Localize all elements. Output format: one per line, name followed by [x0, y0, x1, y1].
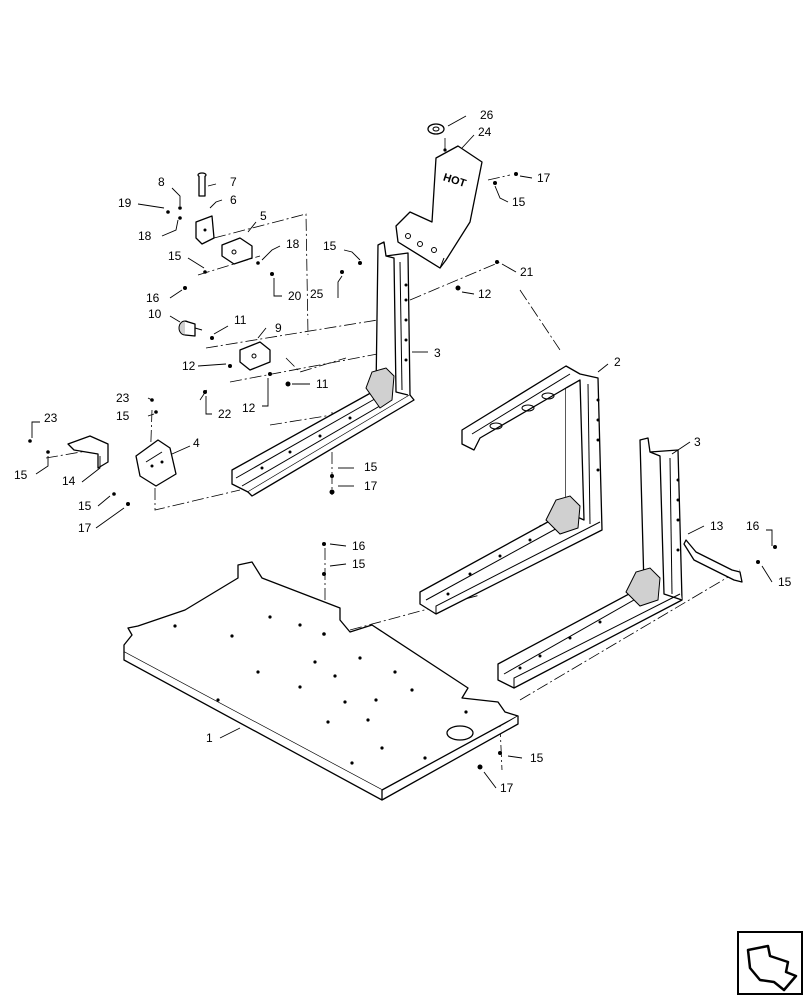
mount-bracket-lower	[239, 341, 271, 371]
callout-19: 19	[118, 196, 132, 210]
rubber-isolator	[178, 320, 203, 337]
next-page-arrow-icon[interactable]	[737, 931, 803, 995]
mount-bracket-upper	[221, 237, 253, 265]
callout-15: 15	[323, 239, 337, 253]
callout-18: 18	[138, 229, 152, 243]
small-bracket	[195, 215, 215, 245]
callout-15: 15	[116, 409, 130, 423]
center-frame	[419, 365, 603, 615]
leader-lines	[31, 115, 773, 789]
callout-11: 11	[316, 377, 329, 391]
callout-17: 17	[500, 781, 514, 795]
callout-1: 1	[206, 731, 213, 745]
callout-17: 17	[78, 521, 92, 535]
callout-16: 16	[146, 291, 160, 305]
callout-6: 6	[230, 193, 237, 207]
pin	[197, 172, 207, 197]
callout-15: 15	[364, 460, 378, 474]
callout-17: 17	[537, 171, 551, 185]
callout-12: 12	[182, 359, 196, 373]
callout-21: 21	[520, 265, 534, 279]
callout-10: 10	[148, 307, 162, 321]
callout-20: 20	[288, 289, 302, 303]
callout-23: 23	[44, 411, 58, 425]
callout-13: 13	[710, 519, 724, 533]
right-frame-bracket	[497, 437, 683, 689]
callout-4: 4	[193, 436, 200, 450]
callout-5: 5	[260, 209, 267, 223]
callout-15: 15	[78, 499, 92, 513]
callout-9: 9	[275, 321, 282, 335]
callout-26: 26	[480, 108, 494, 122]
support-bracket	[135, 439, 177, 487]
callout-25: 25	[310, 287, 324, 301]
callout-labels: 26 24 17 15 21 12 15 25 8 7 6 19 18 5 18…	[14, 108, 792, 795]
floor-plate	[123, 561, 519, 801]
callout-15: 15	[352, 557, 366, 571]
callout-11: 11	[234, 313, 247, 327]
callout-24: 24	[478, 125, 492, 139]
callout-14: 14	[62, 474, 76, 488]
grommet	[427, 123, 445, 135]
callout-12: 12	[242, 401, 256, 415]
fasteners	[28, 148, 777, 770]
callout-22: 22	[218, 407, 232, 421]
callout-3: 3	[694, 435, 701, 449]
strap	[683, 539, 743, 583]
callout-12: 12	[478, 287, 492, 301]
callout-16: 16	[352, 539, 366, 553]
callout-23: 23	[116, 391, 130, 405]
callout-15: 15	[168, 249, 182, 263]
callout-18: 18	[286, 237, 300, 251]
callout-17: 17	[364, 479, 378, 493]
callout-2: 2	[614, 355, 621, 369]
angle-bracket	[67, 435, 109, 469]
callout-7: 7	[230, 175, 237, 189]
callout-8: 8	[158, 175, 165, 189]
left-frame-bracket	[231, 241, 415, 497]
callout-15: 15	[512, 195, 526, 209]
callout-15: 15	[530, 751, 544, 765]
callout-15: 15	[14, 468, 28, 482]
callout-15: 15	[778, 575, 792, 589]
callout-16: 16	[746, 519, 760, 533]
heat-shield: HOT	[395, 145, 483, 269]
callout-3: 3	[434, 346, 441, 360]
